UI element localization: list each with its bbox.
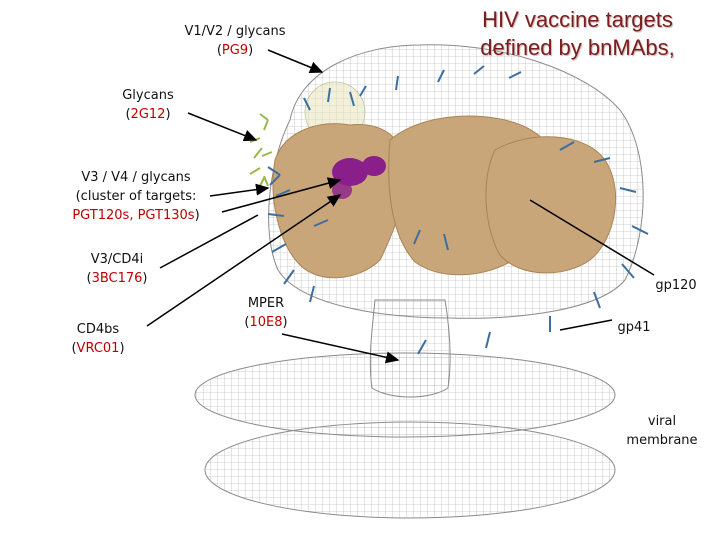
label-mper-antibody-line: (10E8): [238, 313, 294, 332]
antibody-vrc01: VRC01: [76, 341, 120, 356]
label-v1v2-antibody-line: (PG9): [160, 41, 310, 60]
gp41-stalk: [369, 299, 451, 398]
slide-title: HIV vaccine targets defined by bnMAbs,: [455, 6, 700, 62]
label-gp41: gp41: [617, 320, 651, 335]
paren-open: (: [125, 107, 131, 122]
label-v3cd4i-text: V3/CD4i: [90, 252, 144, 267]
label-membrane-line2: membrane: [626, 433, 698, 448]
glycan-2g12-cluster: [249, 113, 273, 191]
antibody-2g12: 2G12: [130, 107, 166, 122]
paren-close: ): [119, 341, 125, 356]
paren-open: (: [86, 271, 92, 286]
title-line-1: HIV vaccine targets: [482, 7, 673, 32]
label-v3v4: V3 / V4 / glycans (cluster of targets: P…: [60, 168, 212, 225]
label-gp120: gp120: [655, 278, 697, 293]
label-v3cd4i: V3/CD4i (3BC176): [72, 250, 162, 288]
paren-close: ): [165, 107, 171, 122]
label-mper-text: MPER: [247, 296, 285, 311]
leader-lines: [146, 49, 655, 364]
paren-open: (: [71, 341, 77, 356]
label-v3v4-line1: V3 / V4 / glycans: [81, 170, 191, 185]
label-mper: MPER (10E8): [238, 294, 294, 332]
title-line-2: defined by bnMAbs,: [480, 35, 675, 60]
label-cd4bs: CD4bs (VRC01): [58, 320, 138, 358]
antibody-10e8: 10E8: [249, 315, 283, 330]
label-v3cd4i-antibody-line: (3BC176): [72, 269, 162, 288]
antibody-pgt120s-pgt130s: PGT120s, PGT130s: [72, 208, 195, 223]
label-cd4bs-antibody-line: (VRC01): [58, 339, 138, 358]
label-glycans-text: Glycans: [122, 88, 174, 103]
label-v3v4-antibody-line: PGT120s, PGT130s): [60, 206, 212, 225]
antibody-pg9: PG9: [221, 43, 249, 58]
label-v1v2: V1/V2 / glycans (PG9): [160, 22, 310, 60]
label-v3v4-line2: (cluster of targets:: [75, 189, 197, 204]
paren-close: ): [194, 208, 200, 223]
paren-open: (: [244, 315, 250, 330]
antibody-3bc176: 3BC176: [91, 271, 143, 286]
label-viral-membrane: viral membrane: [622, 412, 702, 450]
label-glycans: Glycans (2G12): [108, 86, 188, 124]
paren-close: ): [248, 43, 254, 58]
label-membrane-line1: viral: [647, 414, 677, 429]
paren-close: ): [142, 271, 148, 286]
glycan-shield: [267, 65, 649, 355]
paren-open: (: [216, 43, 222, 58]
label-v1v2-text: V1/V2 / glycans: [184, 24, 286, 39]
label-cd4bs-text: CD4bs: [76, 322, 120, 337]
gp120-surface: [272, 115, 617, 279]
paren-close: ): [282, 315, 288, 330]
label-glycans-antibody-line: (2G12): [108, 105, 188, 124]
